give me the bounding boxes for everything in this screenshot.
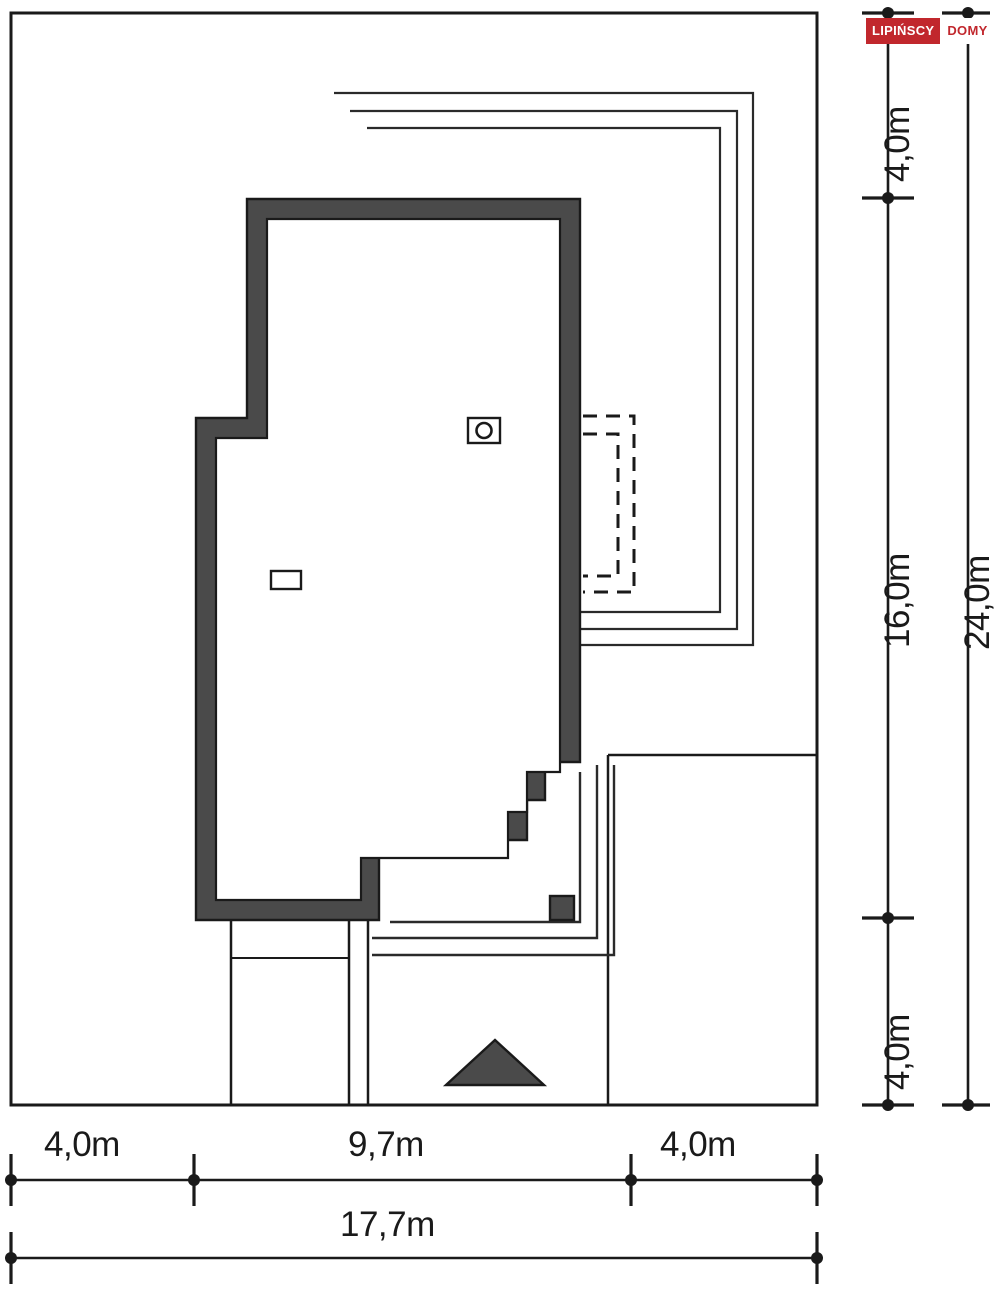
dim-ticks-bottom-total bbox=[5, 1232, 823, 1284]
dim-label-right-total-depth: 24,0m bbox=[958, 555, 995, 650]
brand-logo: LIPIŃSCY DOMY bbox=[866, 18, 990, 44]
dim-label-right-building-depth: 16,0m bbox=[878, 553, 917, 648]
dim-label-right-top-setback: 4,0m bbox=[878, 106, 917, 182]
terrace-outline-outer bbox=[334, 91, 755, 647]
dim-ticks-right-outer bbox=[942, 7, 990, 1111]
dim-ticks-right-inner bbox=[862, 7, 914, 1111]
projection-outline-inner bbox=[583, 432, 620, 578]
window-symbol bbox=[269, 569, 303, 591]
dim-label-bottom-building-width: 9,7m bbox=[348, 1125, 424, 1164]
plot-boundary bbox=[9, 11, 819, 1107]
dim-label-right-bottom-setback: 4,0m bbox=[878, 1014, 917, 1090]
carport-outline-outer bbox=[372, 765, 616, 957]
chimney-symbol bbox=[466, 416, 502, 445]
brand-logo-word: DOMY bbox=[940, 18, 990, 44]
carport-outline-inner bbox=[390, 772, 582, 924]
terrace-outline-inner bbox=[367, 126, 722, 614]
carport-outline-middle bbox=[372, 765, 599, 940]
dim-label-bottom-left-setback: 4,0m bbox=[44, 1125, 120, 1164]
projection-outline-outer bbox=[583, 414, 636, 594]
dim-ticks-bottom-segments bbox=[5, 1154, 823, 1206]
dim-label-bottom-total-width: 17,7m bbox=[340, 1205, 435, 1244]
brand-logo-mark: LIPIŃSCY bbox=[866, 18, 941, 44]
building-wall-inner bbox=[214, 217, 562, 902]
dim-label-bottom-right-setback: 4,0m bbox=[660, 1125, 736, 1164]
north-arrow bbox=[442, 1038, 548, 1087]
fixture-symbol bbox=[548, 894, 576, 922]
terrace-outline-middle bbox=[350, 109, 739, 631]
